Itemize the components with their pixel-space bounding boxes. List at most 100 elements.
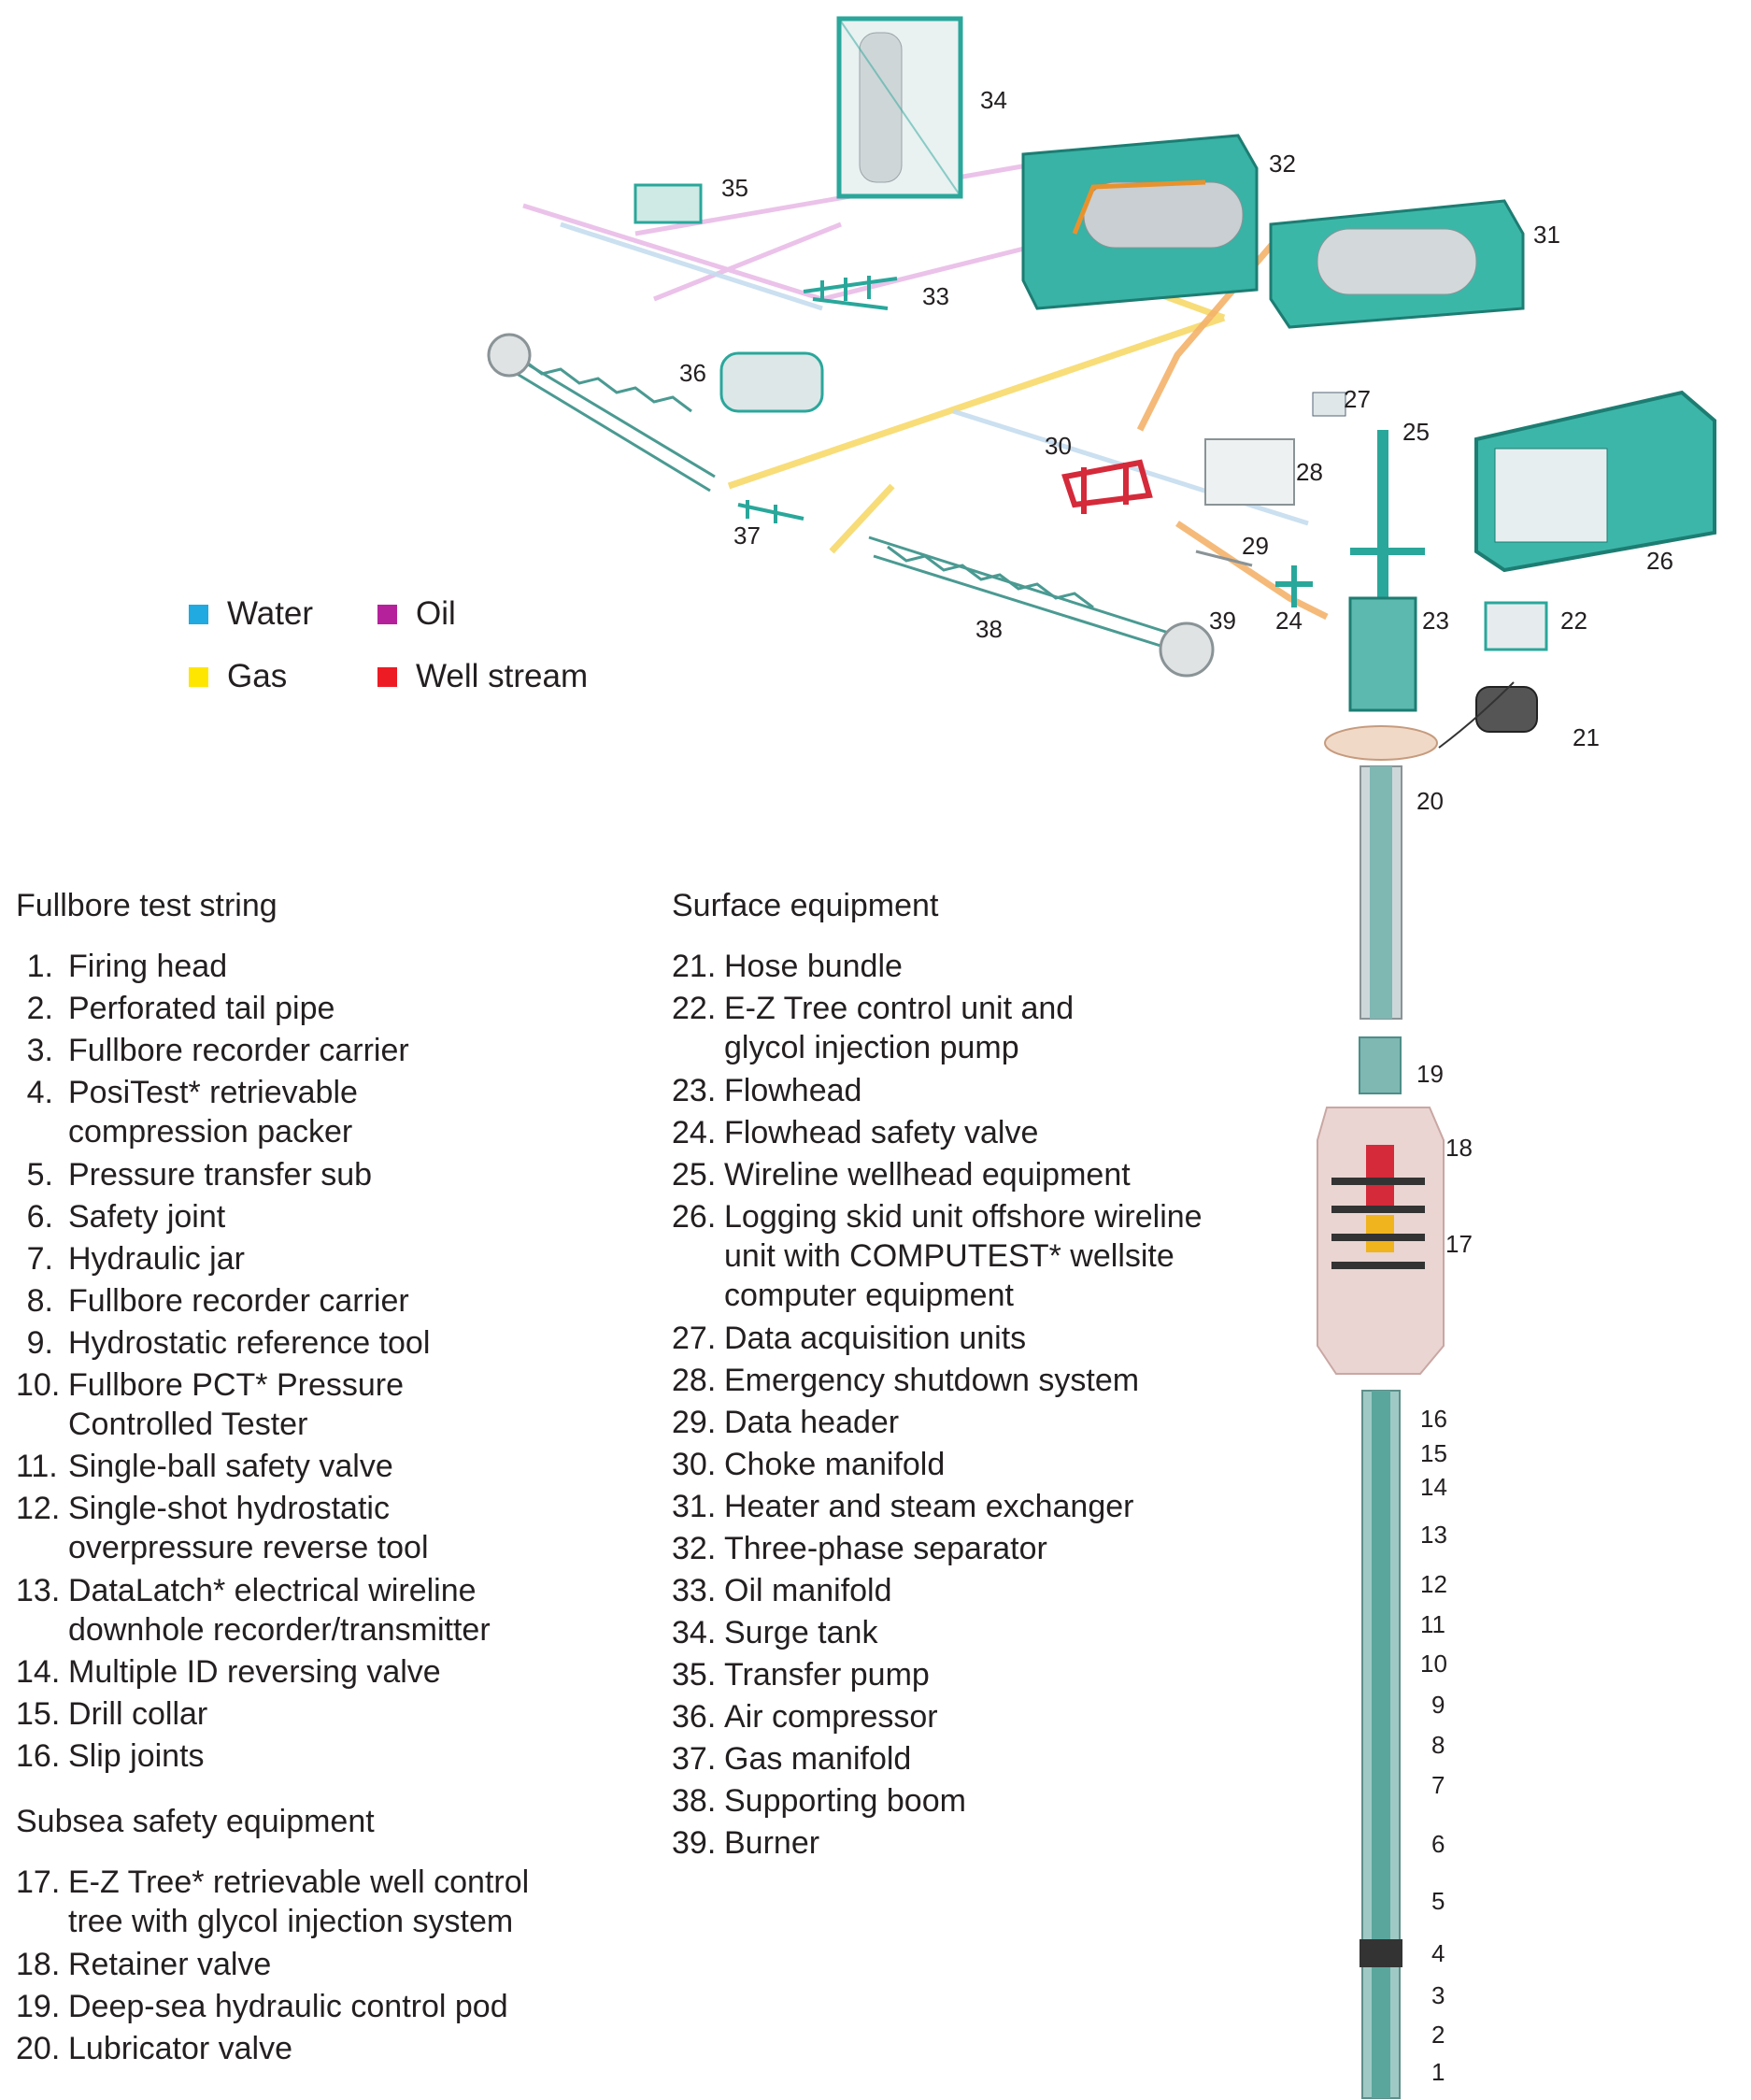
- callout-9: 9: [1431, 1691, 1445, 1719]
- list-item-number: 27.: [672, 1320, 717, 1356]
- list-item-text: Supporting boom: [724, 1782, 966, 1819]
- callout-36: 36: [679, 359, 706, 387]
- list-item-text: Pressure transfer sub: [68, 1156, 373, 1193]
- callout-27: 27: [1344, 385, 1371, 413]
- list-item-text: E-Z Tree control unit and glycol injecti…: [724, 991, 1075, 1065]
- list-item-text: Safety joint: [68, 1198, 226, 1235]
- list-item-number: 26.: [672, 1198, 717, 1235]
- list-item-number: 15.: [16, 1696, 61, 1732]
- list-item-text: Choke manifold: [724, 1446, 946, 1482]
- gas-manifold: [737, 500, 804, 523]
- list-item-number: 16.: [16, 1738, 61, 1774]
- list-item-number: 9.: [26, 1324, 53, 1361]
- callout-19: 19: [1416, 1060, 1444, 1088]
- list-item-text: DataLatch* electrical wireline downhole …: [68, 1572, 491, 1648]
- callout-18: 18: [1445, 1134, 1473, 1162]
- list-item-number: 12.: [16, 1491, 61, 1526]
- legend-gas: Gas: [189, 658, 287, 695]
- transfer-pump: [633, 183, 703, 224]
- callout-15: 15: [1420, 1439, 1447, 1467]
- list-item-number: 24.: [672, 1114, 717, 1150]
- list-item-number: 20.: [16, 2030, 61, 2066]
- callout-20: 20: [1416, 787, 1444, 815]
- list-item-number: 2.: [26, 991, 53, 1026]
- list-item-number: 35.: [672, 1656, 717, 1693]
- callout-2: 2: [1431, 2021, 1445, 2049]
- list-item-text: Hose bundle: [724, 949, 903, 984]
- list-item-text: Surge tank: [724, 1614, 878, 1650]
- callout-37: 37: [733, 521, 761, 550]
- oil-swatch: [377, 604, 397, 624]
- callout-4: 4: [1431, 1939, 1445, 1967]
- callout-17: 17: [1445, 1230, 1473, 1258]
- list-item-number: 18.: [16, 1946, 61, 1982]
- burner-left: [487, 333, 532, 378]
- list-item-text: Fullbore PCT* Pressure Controlled Tester: [68, 1366, 405, 1442]
- callout-12: 12: [1420, 1570, 1447, 1598]
- list-item-number: 32.: [672, 1530, 717, 1566]
- legend-label: Water: [227, 595, 314, 632]
- list-item-text: Firing head: [68, 949, 228, 984]
- list-item-text: Wireline wellhead equipment: [724, 1156, 1131, 1193]
- legend-oil: Oil: [377, 595, 456, 633]
- legend-well-stream: Well stream: [377, 658, 588, 695]
- callout-21: 21: [1573, 723, 1600, 751]
- list-item-number: 6.: [26, 1198, 53, 1235]
- callout-31: 31: [1533, 221, 1560, 249]
- list-item-text: Single-shot hydrostatic overpressure rev…: [68, 1491, 429, 1565]
- list-item-number: 33.: [672, 1572, 717, 1608]
- data-acquisition-units: [1312, 392, 1346, 417]
- supporting-boom-upper: [504, 349, 716, 493]
- list-item-text: Emergency shutdown system: [724, 1362, 1140, 1398]
- list-item-text: Hydraulic jar: [68, 1240, 245, 1277]
- callout-33: 33: [922, 282, 949, 310]
- list-item-number: 17.: [16, 1864, 61, 1900]
- list-item-text: Hydrostatic reference tool: [68, 1324, 431, 1361]
- list-item-text: Single-ball safety valve: [68, 1449, 393, 1484]
- heading-surface-equipment: Surface equipment: [672, 888, 939, 923]
- callout-6: 6: [1431, 1830, 1445, 1858]
- list-item-number: 1.: [26, 949, 53, 984]
- list-item-number: 13.: [16, 1572, 61, 1608]
- list-item-number: 21.: [672, 949, 717, 984]
- callout-26: 26: [1646, 547, 1673, 575]
- list-item-text: Retainer valve: [68, 1946, 272, 1982]
- list-item-text: Multiple ID reversing valve: [68, 1654, 441, 1690]
- list-item-text: Lubricator valve: [68, 2030, 293, 2066]
- callout-32: 32: [1269, 150, 1296, 178]
- water-swatch: [189, 604, 208, 624]
- list-item-number: 23.: [672, 1072, 717, 1108]
- list-item-text: Oil manifold: [724, 1572, 892, 1608]
- test-string-lower: [1360, 1390, 1402, 2099]
- list-item-number: 28.: [672, 1362, 717, 1398]
- callout-24: 24: [1275, 607, 1303, 635]
- callout-8: 8: [1431, 1731, 1445, 1759]
- ez-tree-control-unit: [1484, 601, 1548, 651]
- heater-steam-exchanger: [1269, 199, 1525, 329]
- callout-11: 11: [1420, 1610, 1445, 1638]
- list-item-number: 34.: [672, 1614, 717, 1650]
- callout-30: 30: [1045, 432, 1072, 460]
- hose-bundle: [1475, 686, 1538, 733]
- list-item-text: Flowhead: [724, 1072, 862, 1108]
- callout-3: 3: [1431, 1981, 1445, 2009]
- callout-10: 10: [1420, 1650, 1447, 1678]
- legend-label: Gas: [227, 658, 288, 694]
- logging-skid-unit: [1474, 390, 1716, 573]
- list-item-text: Fullbore recorder carrier: [68, 1282, 409, 1319]
- list-item-number: 5.: [26, 1156, 53, 1193]
- flowhead-assembly: [1324, 430, 1438, 761]
- air-compressor: [719, 351, 824, 413]
- list-item-number: 10.: [16, 1366, 61, 1403]
- data-header: [1195, 550, 1253, 567]
- list-item-text: Logging skid unit offshore wireline unit…: [724, 1198, 1203, 1313]
- list-item-number: 7.: [26, 1240, 53, 1277]
- list-item-number: 11.: [16, 1449, 58, 1484]
- list-item-number: 30.: [672, 1446, 717, 1482]
- list-item-text: Gas manifold: [724, 1740, 912, 1777]
- callout-29: 29: [1242, 532, 1269, 560]
- list-item-text: Slip joints: [68, 1738, 205, 1774]
- callout-13: 13: [1420, 1521, 1447, 1549]
- callout-35: 35: [721, 174, 748, 202]
- supporting-boom-lower: [868, 536, 1178, 651]
